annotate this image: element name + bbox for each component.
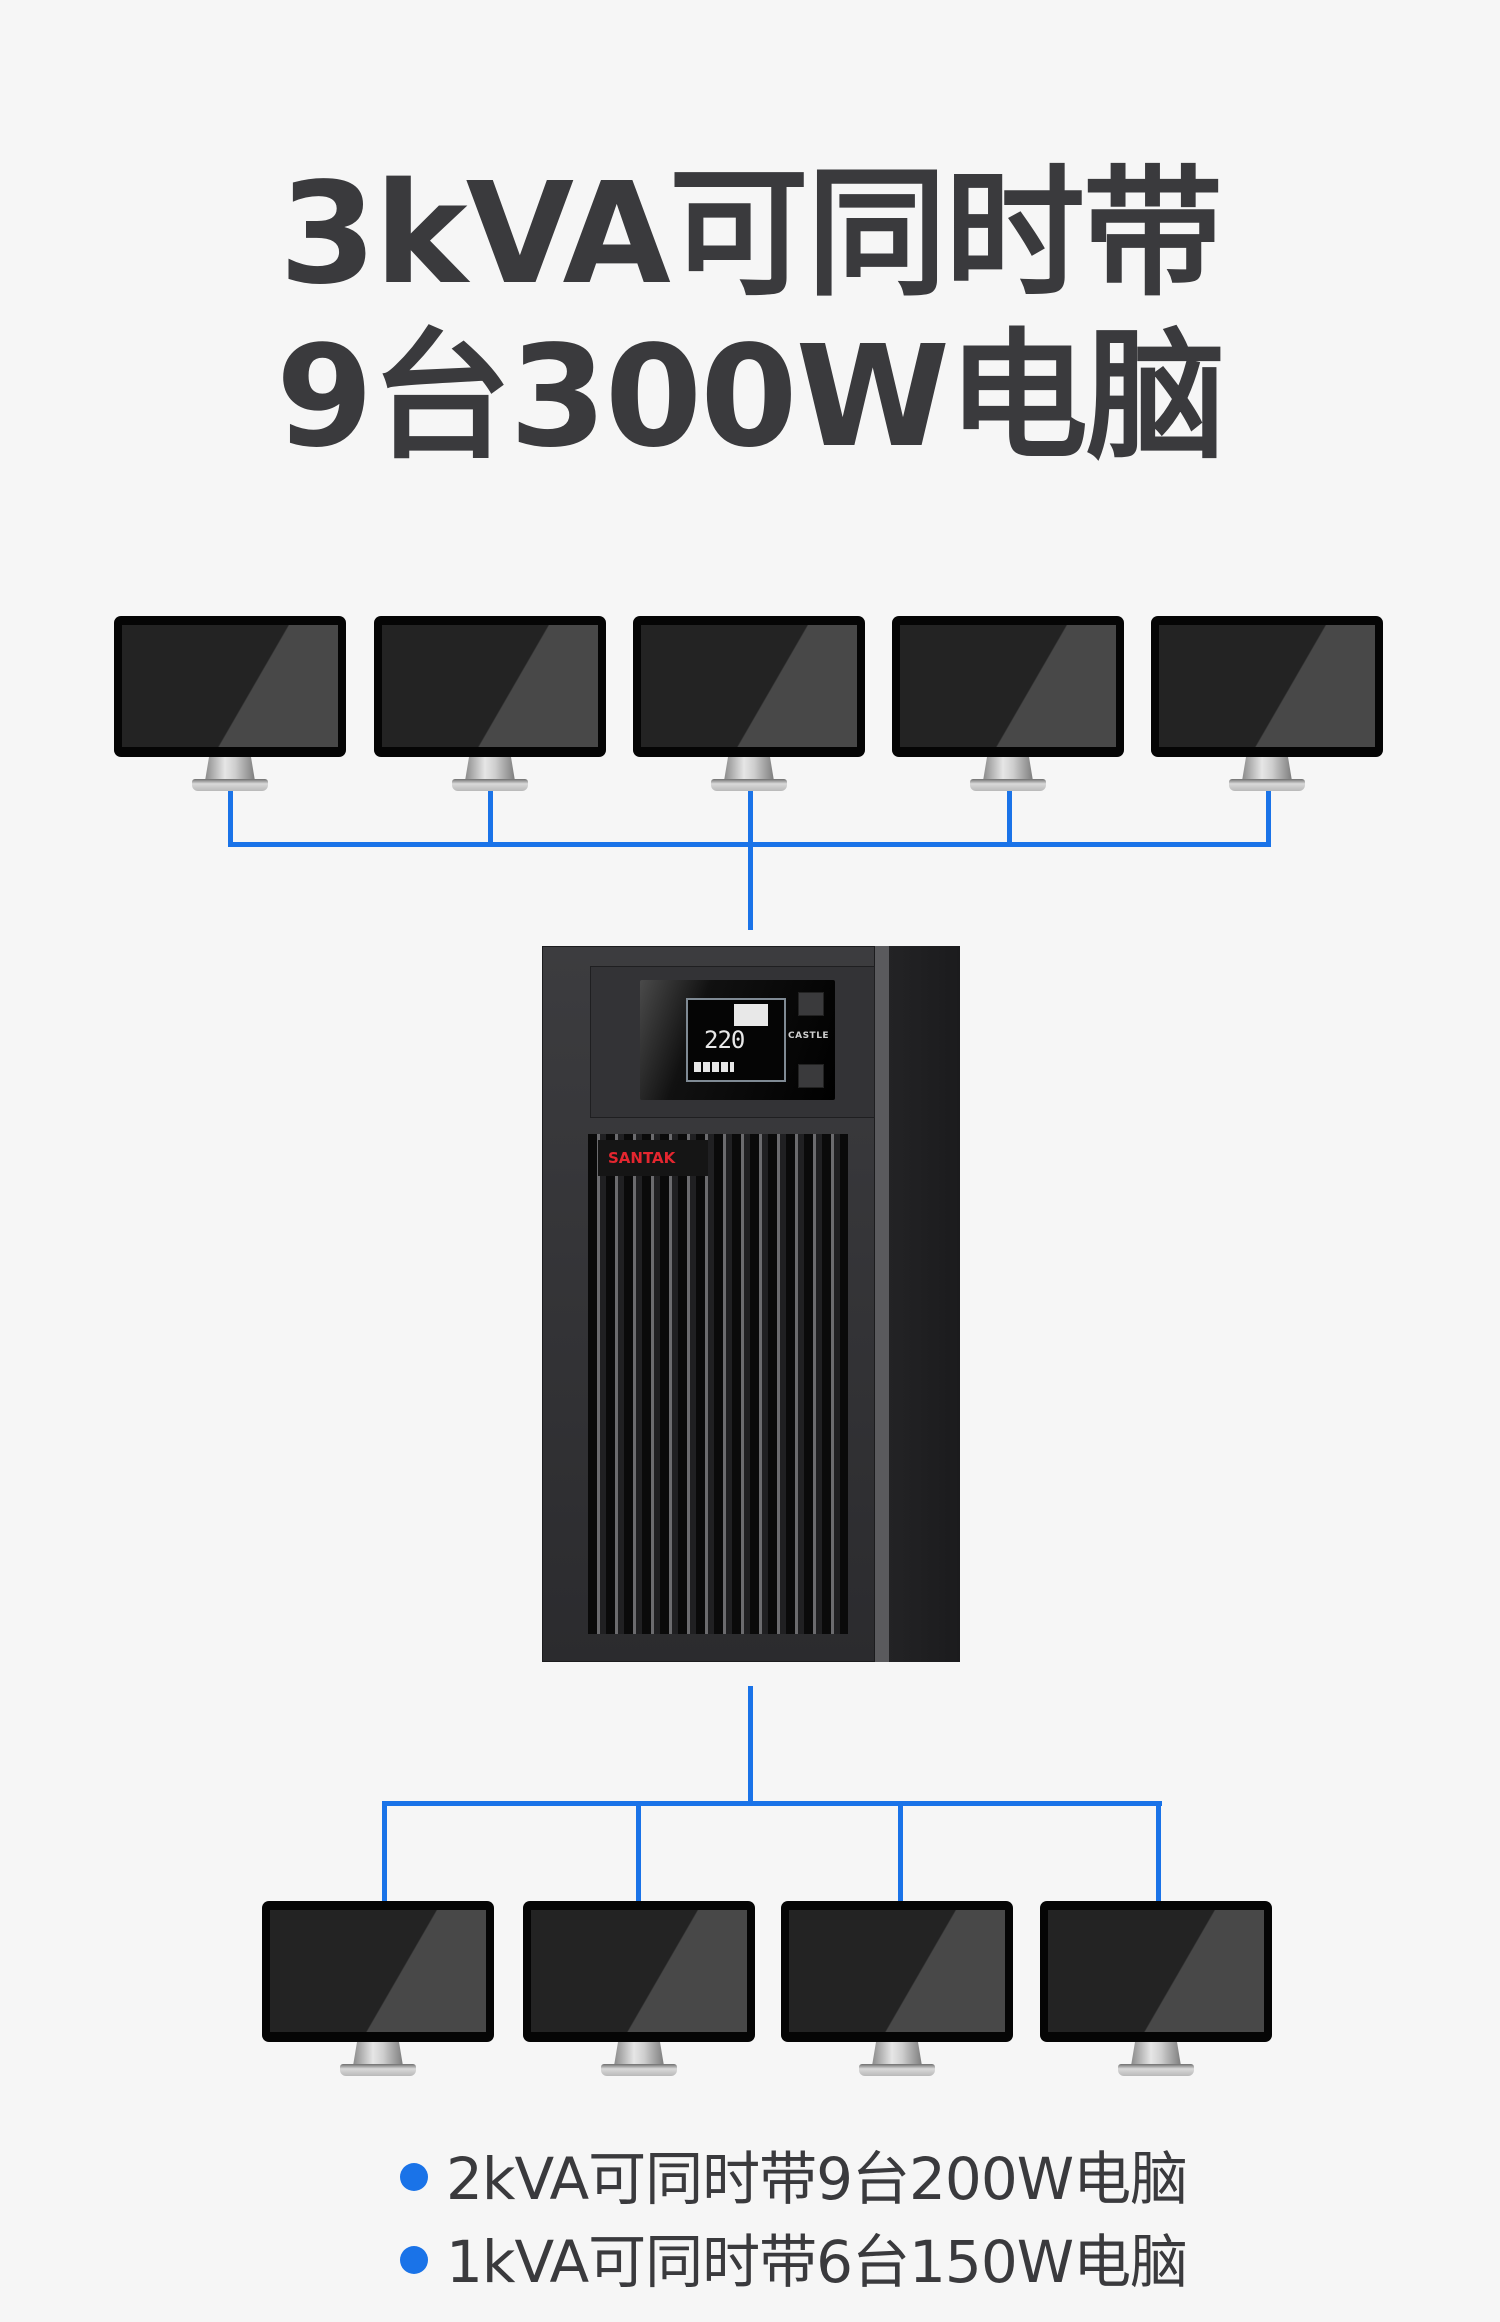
ups-unit: 220 CASTLE SANTAK: [542, 946, 960, 1662]
capacity-note: 2kVA可同时带9台200W电脑: [400, 2144, 1188, 2214]
lcd-reading: 220: [704, 1026, 745, 1054]
monitor-icon: [114, 616, 346, 796]
monitor-icon: [1040, 1901, 1272, 2081]
ups-side-panel: [875, 946, 960, 1662]
battery-level-icon: [694, 1062, 734, 1072]
monitor-icon: [523, 1901, 755, 2081]
monitor-icon: [781, 1901, 1013, 2081]
wire-drop: [1156, 1801, 1161, 1902]
wire-drop: [382, 1801, 387, 1902]
wire-trunk: [748, 842, 753, 930]
monitor-icon: [1151, 616, 1383, 796]
capacity-note: 1kVA可同时带6台150W电脑: [400, 2227, 1188, 2297]
ups-vent-grille: SANTAK: [588, 1134, 848, 1634]
headline-line-1: 3kVA可同时带: [279, 153, 1223, 316]
wire-drop: [748, 791, 753, 847]
bullet-dot-icon: [400, 2162, 428, 2191]
bullet-dot-icon: [400, 2245, 428, 2274]
ups-model-label: CASTLE: [788, 1031, 830, 1041]
lcd-status-icon: [734, 1004, 768, 1026]
monitor-icon: [374, 616, 606, 796]
ups-display: 220 CASTLE: [640, 980, 835, 1100]
monitor-icon: [633, 616, 865, 796]
wire-drop: [228, 791, 233, 847]
wire-drop: [488, 791, 493, 847]
wire-drop: [1007, 791, 1012, 847]
wire-bus: [382, 1801, 1162, 1806]
ups-power-button: [798, 992, 824, 1016]
capacity-note-text: 1kVA可同时带6台150W电脑: [446, 2228, 1188, 2296]
wire-drop: [1266, 791, 1271, 847]
wire-drop: [636, 1801, 641, 1902]
brand-plate: SANTAK: [598, 1140, 708, 1176]
ups-lcd: 220: [686, 998, 786, 1082]
capacity-note-text: 2kVA可同时带9台200W电脑: [446, 2145, 1188, 2213]
headline-line-2: 9台300W电脑: [275, 316, 1226, 479]
monitor-icon: [892, 616, 1124, 796]
wire-drop: [898, 1801, 903, 1902]
brand-logo: SANTAK: [608, 1149, 676, 1167]
wire-trunk: [748, 1686, 753, 1806]
ups-mute-button: [798, 1064, 824, 1088]
monitor-icon: [262, 1901, 494, 2081]
